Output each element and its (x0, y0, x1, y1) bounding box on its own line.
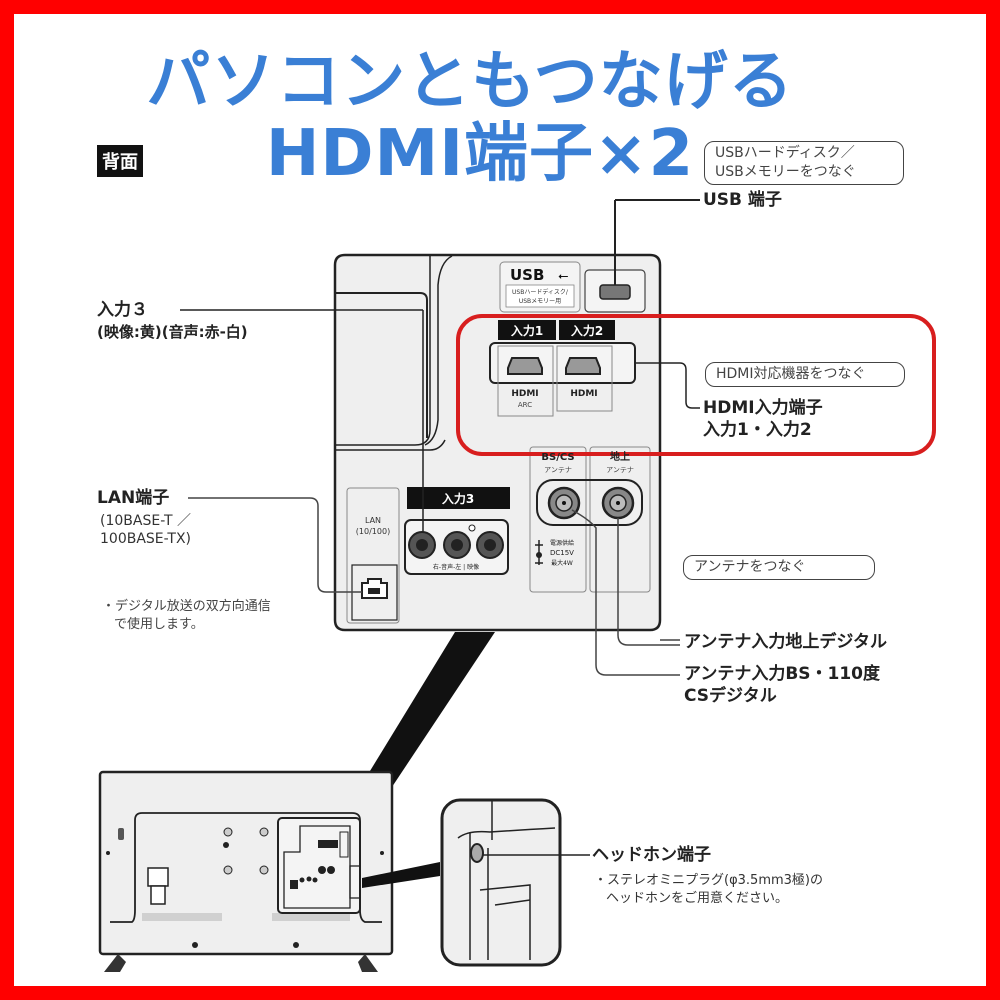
headphone-note-2: ヘッドホンをご用意ください。 (606, 891, 789, 906)
section-tag-back: 背面 (97, 145, 143, 177)
headphone-jack (470, 843, 484, 863)
usb-bubble: USBハードディスク／ USBメモリーをつなぐ (704, 141, 904, 185)
panel-lan-speed: (10/100) (356, 527, 390, 536)
panel-bs-cs: BS/CS (541, 452, 574, 463)
hdmi-highlight-box (456, 314, 936, 456)
usb-bubble-line-2: USBメモリーをつなぐ (715, 164, 856, 180)
hdmi-terminal-sub: 入力1・入力2 (703, 420, 812, 440)
usb-port-block (499, 199, 700, 313)
headphone-note-1: ・ステレオミニプラグ(φ3.5mm3極)の (594, 873, 823, 888)
panel-antenna-1: アンテナ (544, 466, 572, 474)
hdmi-port-1-icon (507, 357, 543, 375)
antenna-bs-sub: CSデジタル (684, 686, 777, 706)
usb-port-icon (599, 284, 631, 300)
antenna-bubble: アンテナをつなぐ (683, 555, 875, 580)
panel-power-2: DC15V (550, 549, 574, 557)
lan-sub-1: (10BASE-T ／ (100, 513, 191, 529)
panel-antenna-2: アンテナ (606, 466, 634, 474)
panel-power-1: 電源供給 (550, 539, 574, 547)
panel-hdmi-logo-2: HDMI (570, 389, 597, 399)
headphone-terminal-label: ヘッドホン端子 (592, 845, 711, 865)
headline-line-1: パソコンともつなげる (146, 45, 794, 119)
panel-rca-caption: 右-音声-左 | 映像 (433, 563, 479, 571)
panel-input3-tab: 入力3 (442, 491, 474, 506)
headline-line-2: HDMI端子×2 (265, 117, 695, 191)
panel-lan-title: LAN (365, 516, 381, 525)
usb-symbol-icon: ⭠ (558, 269, 568, 284)
input3-label: 入力３ (97, 300, 148, 320)
panel-usb-sub-1: USBハードディスク/ (512, 288, 569, 296)
lan-terminal-label: LAN端子 (97, 488, 170, 508)
usb-terminal-label: USB 端子 (703, 190, 782, 210)
hdmi-bubble: HDMI対応機器をつなぐ (705, 362, 905, 387)
hdmi-port-block (489, 320, 700, 417)
panel-input1-tab: 入力1 (511, 323, 543, 338)
antenna-bs-label: アンテナ入力BS・110度 (684, 664, 881, 684)
tv-rear-illustration (98, 770, 440, 972)
lan-sub-2: 100BASE-TX) (100, 531, 192, 547)
lan-port-block (188, 487, 400, 624)
panel-usb-sub-2: USBメモリー用 (519, 298, 561, 305)
panel-arc: ARC (518, 401, 532, 409)
antenna-terrestrial-label: アンテナ入力地上デジタル (684, 632, 887, 652)
lan-note-1: ・デジタル放送の双方向通信 (102, 599, 271, 614)
input3-sub: (映像:黄)(音声:赤-白) (97, 323, 248, 341)
panel-hdmi-logo-1: HDMI (511, 389, 538, 399)
headphone-detail (440, 798, 590, 967)
usb-bubble-line-1: USBハードディスク／ (715, 145, 855, 161)
hdmi-port-2-icon (565, 357, 601, 375)
panel-power-3: 最大4W (551, 559, 573, 567)
panel-usb-title: USB (510, 266, 544, 284)
panel-input2-tab: 入力2 (571, 323, 603, 338)
input3-rca-block (180, 309, 510, 575)
lan-note-2: で使用します。 (114, 617, 204, 632)
panel-terrestrial: 地上 (610, 450, 630, 463)
antenna-port-block (529, 446, 680, 676)
hdmi-terminal-label: HDMI入力端子 (703, 398, 823, 418)
